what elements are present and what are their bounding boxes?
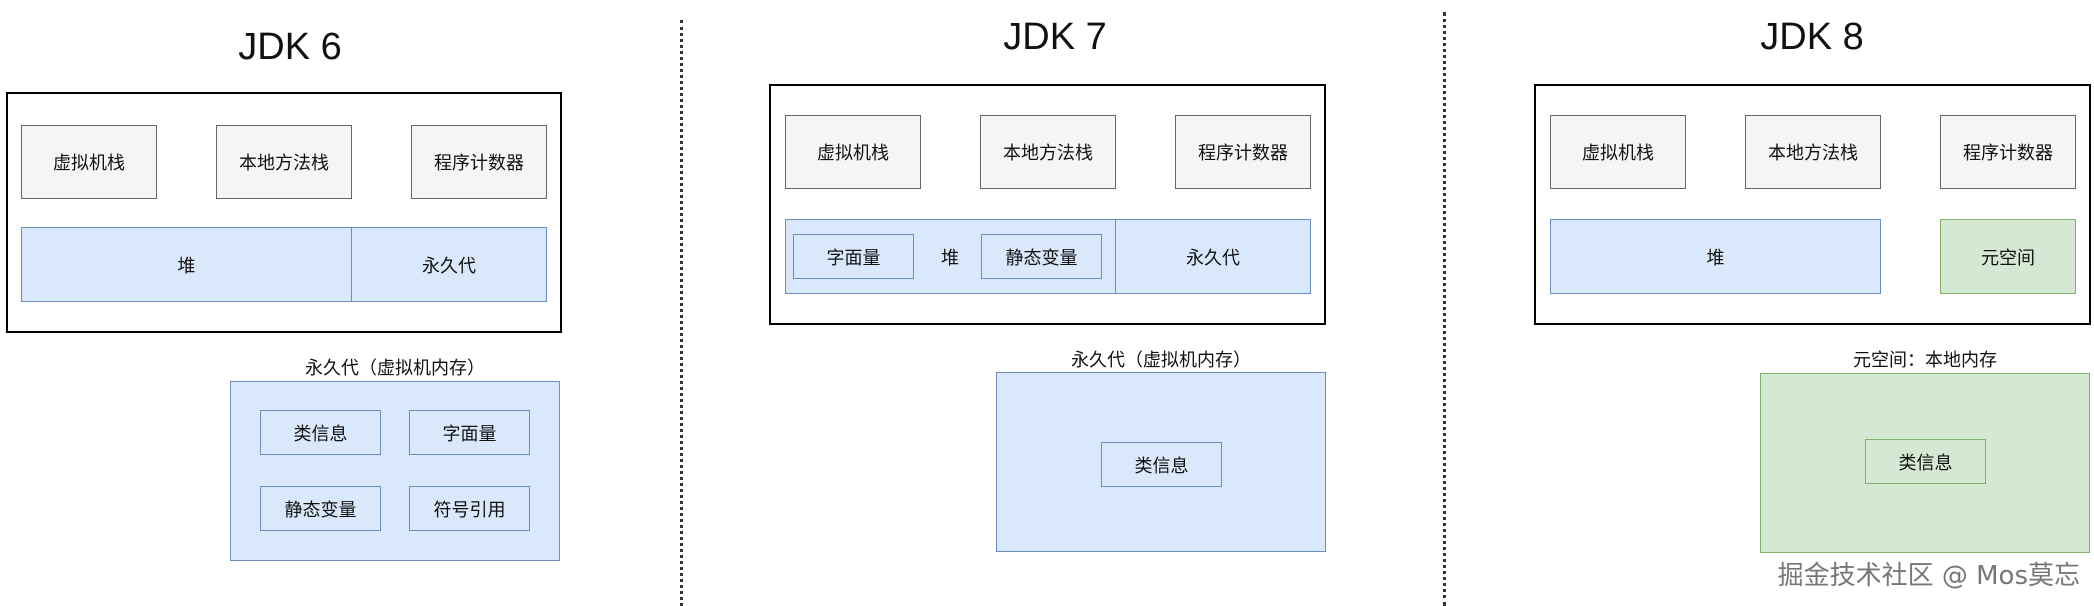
jdk7-permgen-box: 永久代 [1115, 219, 1311, 294]
jdk8-class-info-box: 类信息 [1865, 439, 1986, 484]
jdk8-vm-stack-label: 虚拟机栈 [1582, 143, 1654, 164]
jdk7-detail-caption: 永久代（虚拟机内存） [1071, 350, 1251, 371]
jdk8-metaspace-box: 元空间 [1940, 219, 2076, 294]
jdk7-permgen-label: 永久代 [1186, 247, 1240, 269]
jdk7-static-var-label: 静态变量 [1005, 247, 1078, 269]
jdk6-native-stack-label: 本地方法栈 [239, 153, 329, 174]
jdk7-title: JDK 7 [1003, 16, 1107, 58]
jdk6-vm-stack-box: 虚拟机栈 [21, 125, 157, 199]
jdk6-literal-box: 字面量 [409, 410, 530, 455]
jdk7-jvm-frame: 虚拟机栈 本地方法栈 程序计数器 字面量 堆 静态变量 永久代 [769, 84, 1326, 325]
jdk6-permgen-label: 永久代 [422, 255, 476, 277]
jdk6-detail-caption: 永久代（虚拟机内存） [305, 358, 485, 379]
watermark-text: 掘金技术社区 @ Mos莫忘 [1777, 561, 2080, 591]
jdk6-native-stack-box: 本地方法栈 [216, 125, 352, 199]
jdk6-class-info-box: 类信息 [260, 410, 381, 455]
jdk7-pc-box: 程序计数器 [1175, 115, 1311, 189]
jdk8-class-info-label: 类信息 [1898, 452, 1953, 474]
jdk8-detail-caption: 元空间：本地内存 [1853, 350, 1997, 371]
jdk6-pc-box: 程序计数器 [411, 125, 547, 199]
jdk8-jvm-frame: 虚拟机栈 本地方法栈 程序计数器 堆 元空间 [1534, 84, 2091, 325]
jdk6-literal-label: 字面量 [442, 423, 497, 445]
jdk8-metaspace-detail-panel: 类信息 [1760, 373, 2090, 553]
jdk7-vm-stack-box: 虚拟机栈 [785, 115, 921, 189]
jdk7-literal-box: 字面量 [793, 234, 914, 279]
jdk8-metaspace-label: 元空间 [1981, 247, 2035, 269]
section-divider-left [680, 20, 683, 606]
jdk8-title: JDK 8 [1760, 16, 1864, 58]
jdk8-pc-label: 程序计数器 [1963, 143, 2053, 164]
jdk7-heap-label: 堆 [941, 248, 959, 269]
jdk7-vm-stack-label: 虚拟机栈 [817, 143, 889, 164]
jdk6-permgen-detail-panel: 类信息 字面量 静态变量 符号引用 [230, 381, 560, 561]
section-divider-right [1443, 12, 1446, 606]
jdk6-symbol-ref-label: 符号引用 [433, 499, 506, 521]
jdk6-heap-box: 堆 [21, 227, 352, 302]
jdk8-pc-box: 程序计数器 [1940, 115, 2076, 189]
jdk7-native-stack-label: 本地方法栈 [1003, 143, 1093, 164]
jdk8-vm-stack-box: 虚拟机栈 [1550, 115, 1686, 189]
jdk6-title: JDK 6 [238, 26, 342, 68]
jdk7-native-stack-box: 本地方法栈 [980, 115, 1116, 189]
jdk7-class-info-label: 类信息 [1134, 455, 1189, 477]
jdk6-heap-label: 堆 [177, 255, 196, 277]
jdk7-permgen-detail-panel: 类信息 [996, 372, 1326, 552]
jdk8-heap-label: 堆 [1706, 247, 1725, 269]
jdk7-pc-label: 程序计数器 [1198, 143, 1288, 164]
jdk8-heap-box: 堆 [1550, 219, 1881, 294]
jdk6-symbol-ref-box: 符号引用 [409, 486, 530, 531]
jdk7-class-info-box: 类信息 [1101, 442, 1222, 487]
jdk6-static-var-box: 静态变量 [260, 486, 381, 531]
jdk7-heap-box: 字面量 堆 静态变量 [785, 219, 1116, 294]
jdk6-class-info-label: 类信息 [293, 423, 348, 445]
jdk6-pc-label: 程序计数器 [434, 153, 524, 174]
jdk6-vm-stack-label: 虚拟机栈 [53, 153, 125, 174]
jdk7-literal-label: 字面量 [826, 247, 881, 269]
jdk8-native-stack-box: 本地方法栈 [1745, 115, 1881, 189]
jdk6-jvm-frame: 虚拟机栈 本地方法栈 程序计数器 堆 永久代 [6, 92, 562, 333]
jdk6-static-var-label: 静态变量 [284, 499, 357, 521]
jdk6-permgen-box: 永久代 [351, 227, 547, 302]
jdk8-native-stack-label: 本地方法栈 [1768, 143, 1858, 164]
jdk7-static-var-box: 静态变量 [981, 234, 1102, 279]
